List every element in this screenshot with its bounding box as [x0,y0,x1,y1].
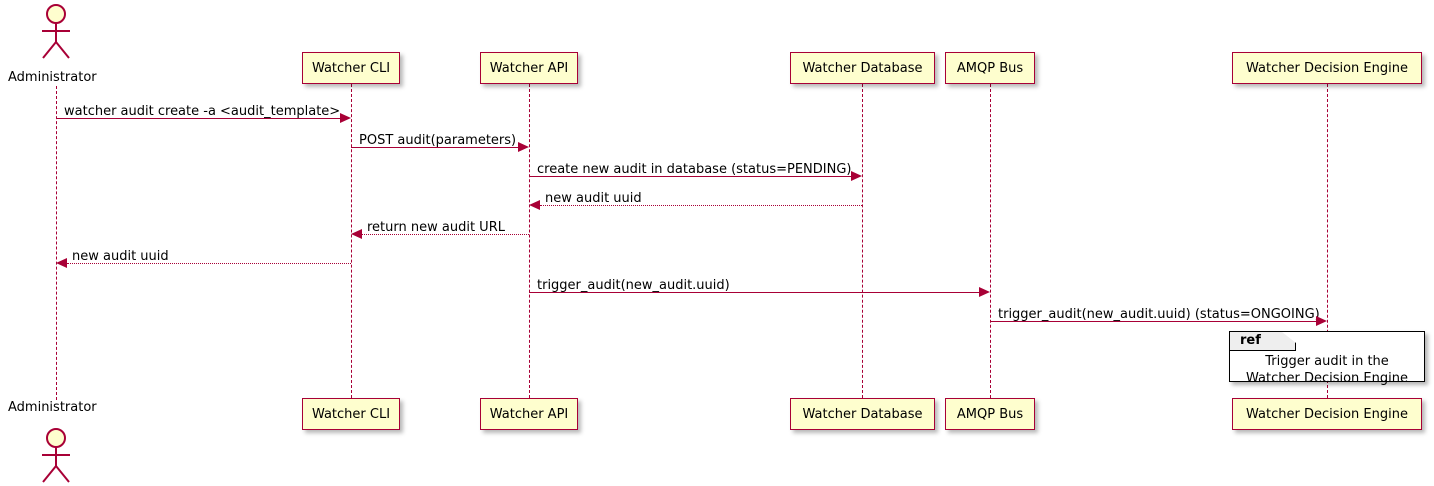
message-arrowhead-new-audit-uuid-db [529,200,540,210]
message-label-post-audit: POST audit(parameters) [359,133,517,148]
message-line-return-new-audit-url [362,234,529,235]
message-arrowhead-new-audit-uuid-cli [56,258,67,268]
message-label-new-audit-uuid-cli: new audit uuid [72,249,169,264]
message-label-return-new-audit-url: return new audit URL [367,220,505,235]
message-label-watcher-audit-create: watcher audit create -a <audit_template> [64,104,341,119]
message-arrowhead-create-new-audit [851,171,862,181]
message-arrowhead-trigger-audit-ongoing [1316,316,1327,326]
message-arrowhead-trigger-audit [979,287,990,297]
actor-administrator-bottom-icon [42,428,70,483]
message-line-trigger-audit-ongoing [990,321,1316,322]
participant-watcher-database-bottom[interactable]: Watcher Database [790,398,935,430]
message-label-new-audit-uuid-db: new audit uuid [545,191,642,206]
message-arrowhead-post-audit [518,142,529,152]
message-arrowhead-watcher-audit-create [340,113,351,123]
message-line-post-audit [351,147,518,148]
message-label-trigger-audit-ongoing: trigger_audit(new_audit.uuid) (status=ON… [998,307,1320,322]
message-line-watcher-audit-create [56,118,340,119]
lifeline-watcher-cli [351,84,352,398]
lifeline-watcher-decision-engine [1327,84,1328,398]
participant-watcher-cli-bottom[interactable]: Watcher CLI [302,398,400,430]
actor-administrator-bottom-label: Administrator [8,400,97,415]
message-line-new-audit-uuid-db [540,205,862,206]
message-label-create-new-audit: create new audit in database (status=PEN… [537,162,852,177]
message-arrowhead-return-new-audit-url [351,229,362,239]
participant-watcher-api-bottom[interactable]: Watcher API [480,398,578,430]
message-line-trigger-audit [529,292,979,293]
actor-administrator-top-icon [42,4,70,59]
participant-watcher-database-top[interactable]: Watcher Database [790,52,935,84]
participant-watcher-api-top[interactable]: Watcher API [480,52,578,84]
ref-fragment-header: ref [1230,332,1296,351]
participant-watcher-decision-engine-top[interactable]: Watcher Decision Engine [1232,52,1422,84]
actor-administrator-top-label: Administrator [8,70,97,85]
participant-amqp-bus-bottom[interactable]: AMQP Bus [945,398,1035,430]
ref-fragment-line-1: Trigger audit in the [1265,354,1389,369]
message-label-trigger-audit: trigger_audit(new_audit.uuid) [537,278,730,293]
message-line-create-new-audit [529,176,851,177]
participant-amqp-bus-top[interactable]: AMQP Bus [945,52,1035,84]
ref-fragment: ref Trigger audit in the Watcher Decisio… [1229,331,1425,386]
lifeline-watcher-api [529,84,530,398]
message-line-new-audit-uuid-cli [67,263,351,264]
participant-watcher-decision-engine-bottom[interactable]: Watcher Decision Engine [1232,398,1422,430]
lifeline-watcher-database [862,84,863,398]
ref-fragment-line-2: Watcher Decision Engine [1246,371,1408,386]
lifeline-amqp-bus [990,84,991,398]
participant-watcher-cli-top[interactable]: Watcher CLI [302,52,400,84]
lifeline-administrator [56,86,57,400]
